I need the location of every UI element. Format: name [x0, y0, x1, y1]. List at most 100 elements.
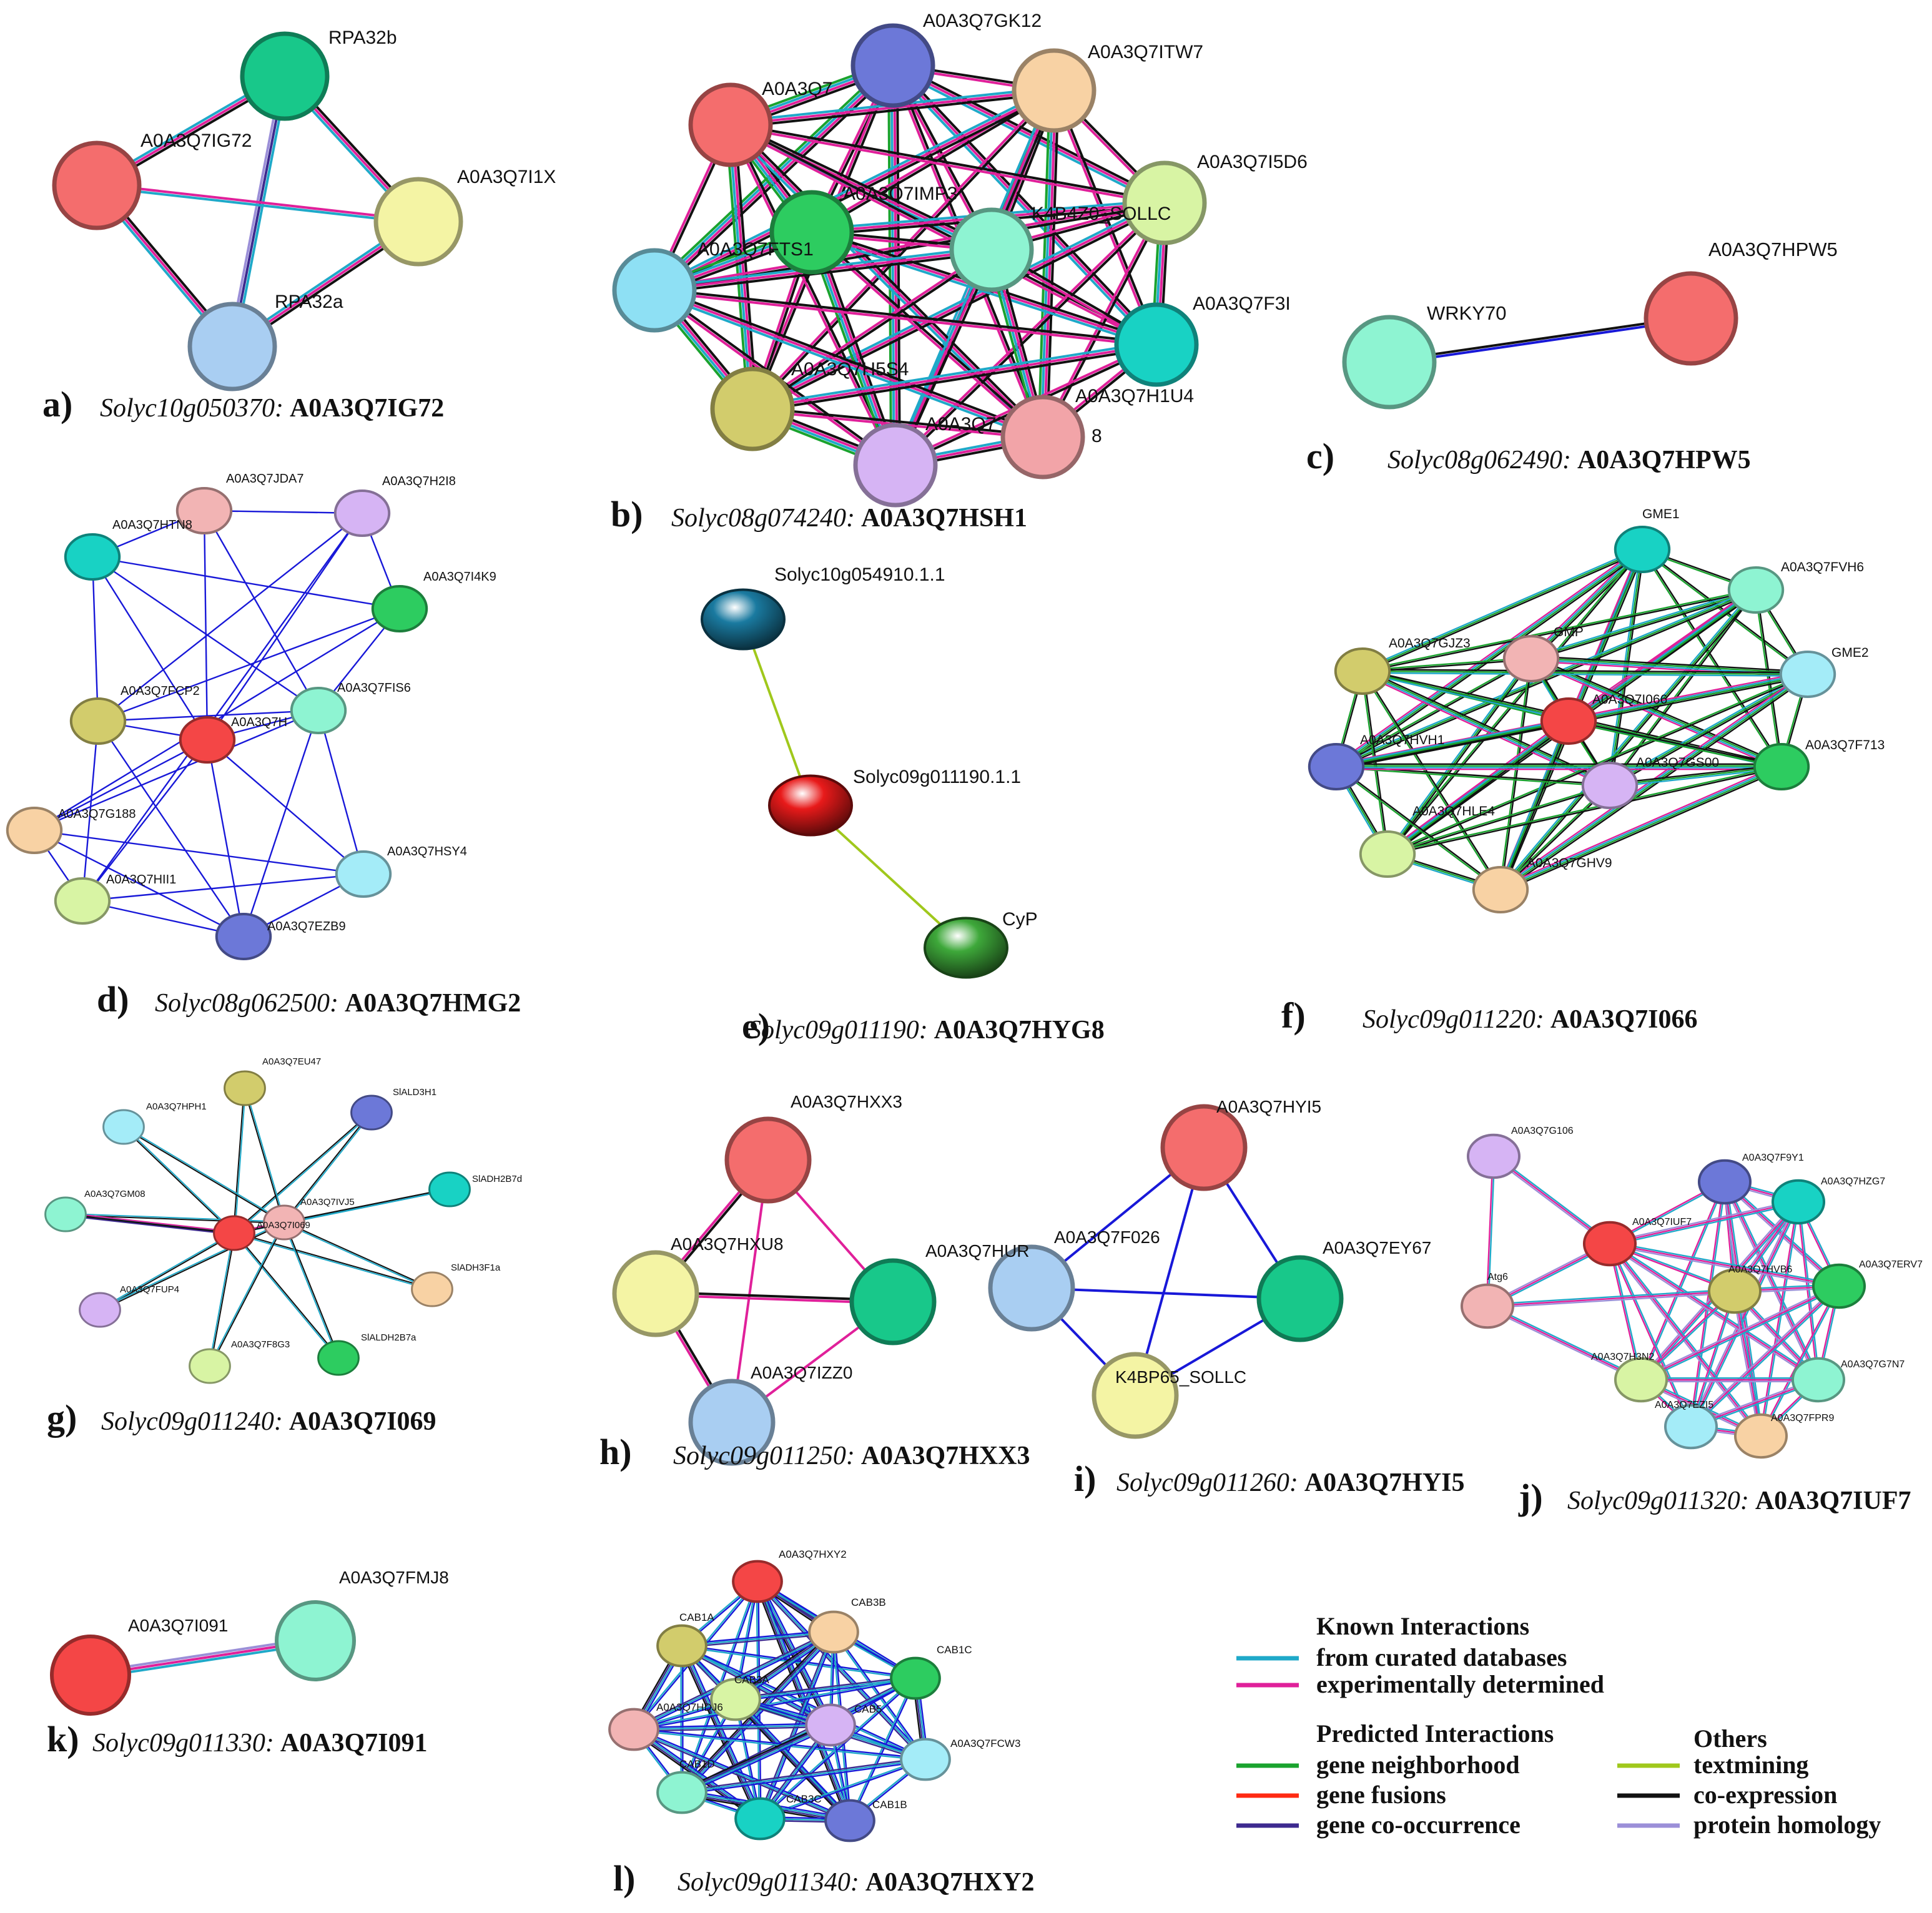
node-FUP4[interactable]	[79, 1292, 121, 1328]
node-DH3F1a[interactable]	[411, 1271, 453, 1307]
node-HYI5[interactable]	[1160, 1104, 1248, 1191]
node-F9Y1[interactable]	[1697, 1159, 1752, 1205]
node-label-I091: A0A3Q7I091	[128, 1616, 228, 1635]
node-CAB3A[interactable]	[710, 1678, 761, 1721]
node-CAB3C[interactable]	[734, 1797, 786, 1841]
node-HPW5[interactable]	[1644, 271, 1738, 366]
node-K4BP65[interactable]	[1092, 1352, 1179, 1439]
node-I091[interactable]	[50, 1635, 131, 1716]
node-ITW7[interactable]	[1012, 48, 1097, 133]
edge-CAB3B-CAB1D-curated	[681, 1631, 835, 1794]
node-EY67[interactable]	[1256, 1255, 1344, 1342]
node-HLE4[interactable]	[1359, 830, 1416, 878]
node-JDA7[interactable]	[175, 487, 233, 534]
node-CAB1A[interactable]	[656, 1624, 707, 1668]
node-K4B4Z0[interactable]	[949, 207, 1034, 292]
node-H3N2[interactable]	[1614, 1357, 1668, 1403]
node-H[interactable]	[179, 716, 236, 764]
node-HVB6[interactable]	[1707, 1268, 1762, 1314]
node-CAB5[interactable]	[805, 1703, 856, 1747]
node-HXX3[interactable]	[724, 1116, 812, 1204]
node-GJZ3[interactable]	[1334, 647, 1391, 695]
node-label-G106: A0A3Q7G106	[1511, 1126, 1574, 1136]
edge-F026-EY67-blue_edge	[1030, 1287, 1301, 1300]
edge-GJZ3-GME2-neighborhood	[1361, 670, 1809, 676]
node-H5S4[interactable]	[710, 366, 795, 451]
node-FMJ8[interactable]	[275, 1600, 356, 1681]
node-F3[interactable]	[1114, 302, 1199, 387]
node-I069[interactable]	[213, 1215, 255, 1251]
node-I1X[interactable]	[373, 177, 463, 267]
node-ADH2B7d[interactable]	[428, 1171, 471, 1207]
node-EZI5[interactable]	[1663, 1404, 1718, 1450]
node-CyP[interactable]	[924, 917, 1008, 979]
node-GHV9[interactable]	[1472, 866, 1529, 913]
caption-gene-id: Solyc09g011220:	[1363, 1005, 1544, 1034]
edge-GS00-HLE4-neighborhood	[1386, 784, 1610, 854]
node-IMP3[interactable]	[769, 190, 854, 275]
edge-H-HSY4-blue_edge	[206, 739, 365, 875]
node-HTN8[interactable]	[64, 533, 121, 581]
node-GK12[interactable]	[850, 23, 935, 108]
node-I5D6[interactable]	[1122, 160, 1207, 245]
node-FTS1[interactable]	[612, 248, 697, 333]
node-WRKY70[interactable]	[1342, 315, 1437, 410]
panel-caption: Solyc09g011190:A0A3Q7HYG8	[748, 1016, 1105, 1045]
node-FCW3[interactable]	[900, 1738, 951, 1781]
node-S09[interactable]	[768, 774, 853, 837]
node-IUF7[interactable]	[1582, 1221, 1637, 1267]
node-GME2[interactable]	[1779, 651, 1836, 698]
node-HDJ6[interactable]	[608, 1708, 659, 1751]
node-RPA32b[interactable]	[240, 31, 330, 121]
node-I4K9[interactable]	[371, 585, 428, 632]
node-G188[interactable]	[6, 807, 63, 854]
node-I066[interactable]	[1540, 697, 1597, 745]
node-HZG7[interactable]	[1771, 1179, 1826, 1225]
node-CAB3B[interactable]	[808, 1610, 859, 1654]
node-S10[interactable]	[701, 588, 786, 651]
node-A7[interactable]	[688, 82, 773, 167]
node-HSY4[interactable]	[335, 850, 392, 898]
node-ERV7[interactable]	[1811, 1263, 1866, 1309]
node-IG72[interactable]	[52, 140, 142, 230]
node-FVH6[interactable]	[1727, 566, 1785, 614]
edge-A7-A0Q8-experimental	[727, 124, 895, 468]
node-FPR9[interactable]	[1733, 1413, 1788, 1459]
panel-letter: b)	[611, 494, 643, 534]
node-HXY2[interactable]	[732, 1560, 783, 1603]
node-IZZ0[interactable]	[688, 1379, 776, 1466]
node-FIS6[interactable]	[290, 687, 347, 734]
node-G106[interactable]	[1466, 1133, 1521, 1179]
node-HUR[interactable]	[849, 1258, 937, 1345]
node-ALDH2B7a[interactable]	[317, 1340, 360, 1376]
node-HII1[interactable]	[54, 877, 111, 925]
panel-c	[1387, 315, 1693, 365]
node-F026[interactable]	[988, 1244, 1075, 1332]
edge-CAB1A-CAB3C-blue_edge	[683, 1644, 763, 1819]
node-F713[interactable]	[1753, 743, 1810, 790]
node-FCP2[interactable]	[69, 697, 127, 745]
node-RPA32a[interactable]	[187, 302, 277, 391]
node-EU47[interactable]	[224, 1070, 266, 1106]
node-ALD3H1[interactable]	[350, 1094, 393, 1131]
node-GM08[interactable]	[44, 1196, 87, 1232]
node-GME1[interactable]	[1614, 526, 1671, 573]
node-label-JDA7: A0A3Q7JDA7	[226, 472, 304, 486]
node-A0Q8[interactable]	[853, 423, 938, 508]
node-Atg6[interactable]	[1460, 1283, 1515, 1329]
node-CAB1B[interactable]	[824, 1799, 875, 1842]
node-HXU8[interactable]	[612, 1250, 699, 1337]
node-label-HTN8: A0A3Q7HTN8	[112, 518, 192, 532]
node-IVJ5[interactable]	[263, 1204, 305, 1241]
node-F8G3[interactable]	[189, 1348, 231, 1384]
node-H2I8[interactable]	[333, 489, 391, 537]
node-CAB1C[interactable]	[890, 1656, 941, 1700]
node-H1U4[interactable]	[1000, 395, 1085, 479]
node-GMP[interactable]	[1502, 635, 1560, 682]
node-HVH1[interactable]	[1308, 743, 1365, 790]
node-G7N7[interactable]	[1791, 1357, 1846, 1403]
node-EZB9[interactable]	[215, 913, 272, 960]
node-HPH1[interactable]	[102, 1109, 145, 1145]
node-GS00[interactable]	[1581, 762, 1639, 809]
node-CAB1D[interactable]	[656, 1771, 707, 1814]
